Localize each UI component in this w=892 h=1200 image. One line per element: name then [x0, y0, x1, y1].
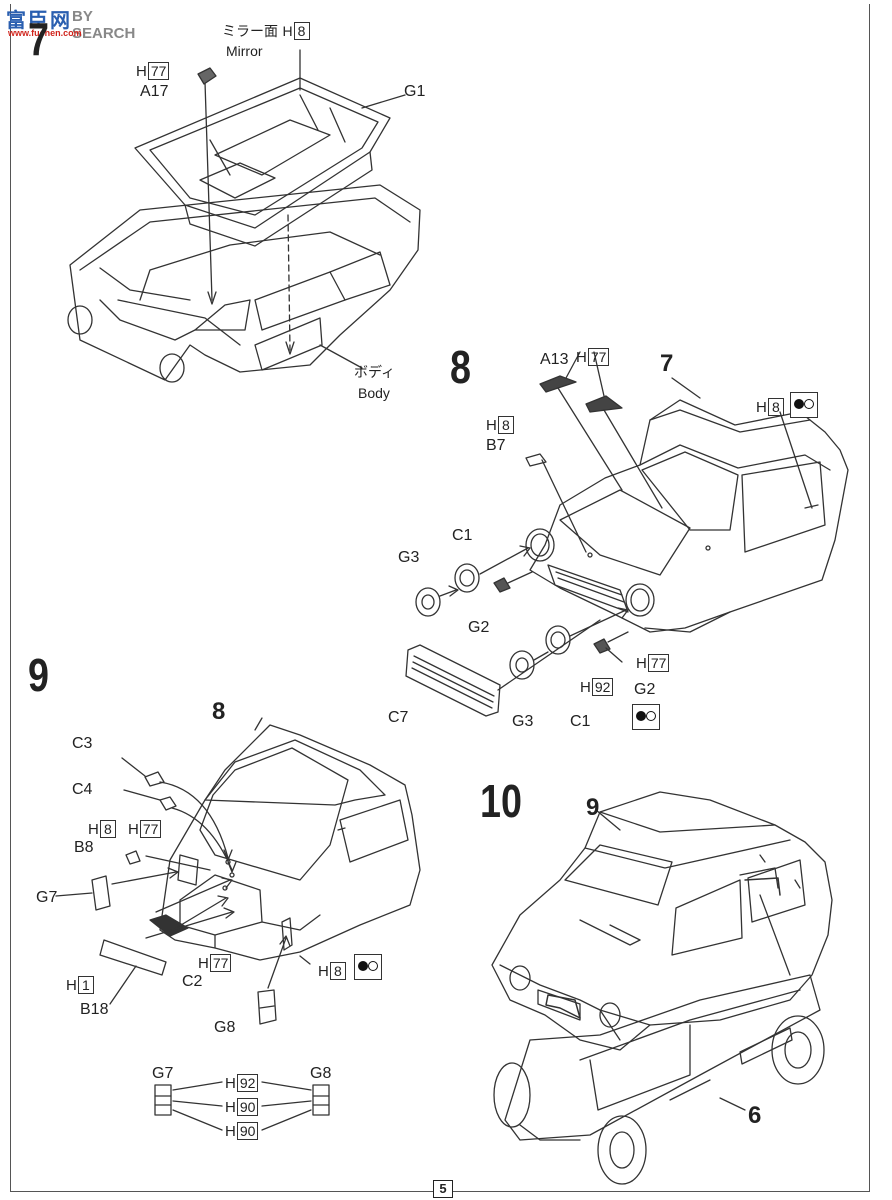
part-a13-label: A13 [540, 351, 569, 368]
part-g8-label: G8 [214, 1019, 236, 1036]
watermark-en: BY SEARCH [72, 8, 136, 42]
part-g2-label-bottom: G2 [634, 681, 656, 698]
step9-parts [91, 771, 277, 1025]
step-8-number: 8 [450, 341, 471, 393]
paint-both-sides-icon [354, 954, 382, 980]
part-c2-label: C2 [182, 973, 203, 990]
legend-g7-label: G7 [152, 1065, 174, 1082]
step10-arrows [545, 809, 791, 1111]
ref-step-6: 6 [748, 1102, 762, 1129]
step-9-number: 9 [28, 649, 49, 701]
part-g3-label-bottom: G3 [512, 713, 534, 730]
part-g7-label: G7 [36, 889, 58, 906]
step10-body [491, 791, 833, 1051]
g1-interior-tub [134, 77, 391, 247]
part-g2-label-top: G2 [468, 619, 490, 636]
part-a17-label: A17 [140, 83, 169, 100]
step8-car-front [525, 399, 849, 633]
body-label-en: Body [358, 385, 390, 401]
legend-g8-label: G8 [310, 1065, 332, 1082]
step10-chassis [493, 974, 825, 1185]
part-c4-label: C4 [72, 781, 93, 798]
body-shell-step7 [67, 184, 421, 383]
mirror-label-en: Mirror [226, 43, 263, 59]
part-c7-label: C7 [388, 709, 409, 726]
paint-both-sides-icon [632, 704, 660, 730]
part-b7-label: B7 [486, 437, 506, 454]
part-g1-label: G1 [404, 83, 426, 100]
step8-arrows [439, 351, 813, 691]
part-g3-label-left: G3 [398, 549, 420, 566]
watermark-logo: 富臣网 BY SEARCH www.fuchen.com [6, 4, 156, 42]
step7-arrows [197, 49, 406, 369]
c7-grille [405, 644, 501, 717]
part-b8-label: B8 [74, 839, 94, 856]
step-10-number: 10 [480, 775, 522, 827]
body-label-ja: ボディ [354, 365, 396, 381]
page-number: 5 [433, 1180, 453, 1198]
step9-arrows [55, 717, 311, 1005]
step9-legend [154, 1081, 330, 1131]
ref-step-7: 7 [660, 350, 674, 377]
part-b18-label: B18 [80, 1001, 109, 1018]
part-c1-label-bottom: C1 [570, 713, 591, 730]
watermark-cn: 富臣网 [6, 8, 72, 32]
part-c3-label: C3 [72, 735, 93, 752]
ref-step-8: 8 [212, 698, 226, 725]
step8-parts [405, 375, 623, 717]
step9-car-rear [159, 724, 421, 961]
step-7-number: 7 [28, 13, 49, 65]
watermark-url: www.fuchen.com [8, 28, 82, 38]
ref-step-9: 9 [586, 794, 600, 821]
paint-both-sides-icon [790, 392, 818, 418]
part-c1-label-top: C1 [452, 527, 473, 544]
